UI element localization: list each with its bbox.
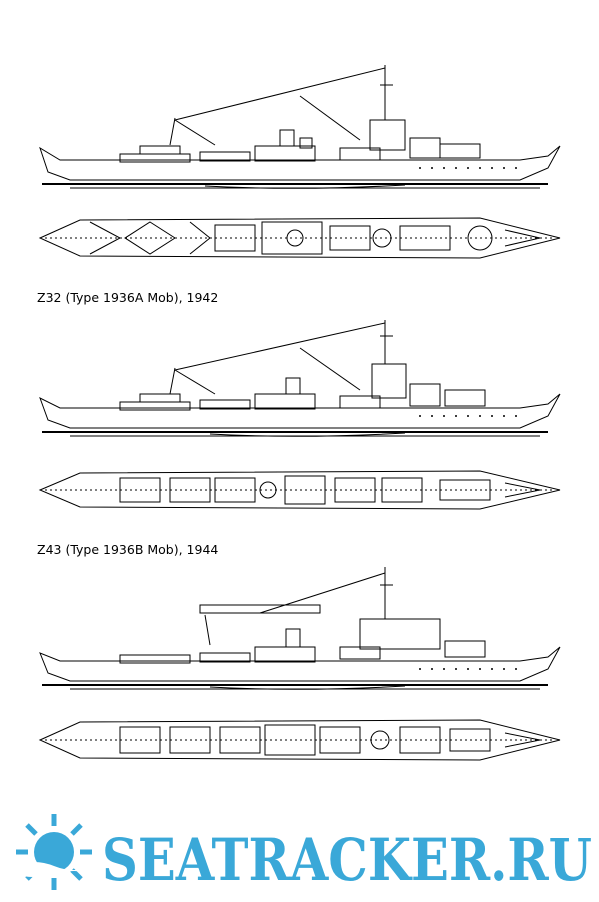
ship-2-svg [38, 320, 561, 510]
ship-drawing-3 [0, 565, 599, 775]
sun-wave-icon [14, 814, 94, 890]
ship-2-plan [38, 470, 561, 510]
watermark-svg: SEATRACKER.RU [14, 814, 592, 894]
ship-3-plan [38, 719, 561, 761]
ship-3-profile [39, 567, 561, 690]
watermark-text: SEATRACKER.RU [102, 826, 592, 894]
ship-drawing-2 [0, 318, 599, 518]
ship-1-svg [38, 65, 561, 259]
watermark: SEATRACKER.RU [10, 812, 595, 896]
ship-2-profile [39, 320, 561, 437]
ship-3-svg [38, 567, 561, 761]
ship-1-plan [38, 217, 561, 259]
ship-1-profile [39, 65, 561, 189]
drawing-caption-z32: Z32 (Type 1936A Mob), 1942 [37, 290, 219, 305]
drawing-caption-z43: Z43 (Type 1936B Mob), 1944 [37, 542, 219, 557]
ship-drawing-1 [0, 60, 599, 275]
